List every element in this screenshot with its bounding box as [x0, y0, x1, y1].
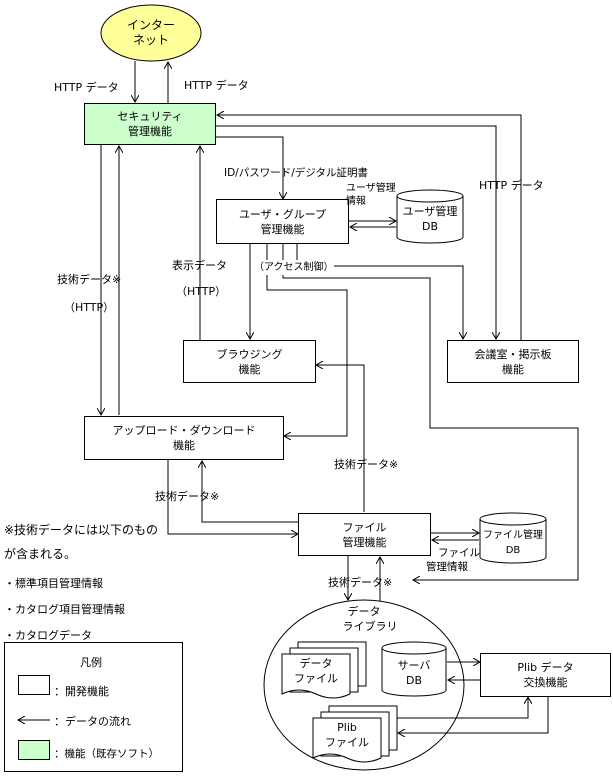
security-node: セキュリティ 管理機能 [84, 103, 216, 145]
user-db-shape [396, 196, 464, 244]
data-library-title: データ ライブラリ [342, 605, 398, 633]
edge-label-tech-data4: 技術データ※ [328, 576, 393, 589]
legend-dev-swatch [18, 675, 50, 695]
note-item2: ・カタログ項目管理情報 [4, 603, 125, 616]
legend-dev-label: ：開発機能 [54, 685, 109, 698]
note-line2: が含まれる。 [4, 547, 77, 561]
plib-file-node: Plib ファイル [325, 721, 369, 749]
edge-label-http-out: HTTP データ [184, 79, 249, 92]
server-db-shape [381, 648, 447, 697]
data-library-shape [263, 599, 465, 771]
note-line1: ※技術データには以下のもの [4, 523, 159, 537]
file-mgmt-node: ファイル 管理機能 [298, 513, 431, 556]
legend-existing-label: ：機能（既存ソフト） [54, 748, 159, 760]
edge-label-file-info: ファイル 管理情報 [426, 547, 480, 573]
edge-label-http-right: HTTP データ [479, 179, 544, 192]
edge-label-id-auth: ID/パスワード/デジタル証明書 [224, 167, 369, 179]
edge-label-display-data: 表示データ [172, 259, 227, 272]
edge-label-tech-data3: 技術データ※ [155, 490, 220, 503]
edge-label-http-in: HTTP データ [54, 81, 119, 94]
meeting-node: 会議室・掲示板 機能 [447, 340, 579, 383]
plib-exchange-node: Plib データ 交換機能 [480, 653, 611, 697]
legend-flow-label: ：データの流れ [54, 715, 131, 728]
user-db-node: ユーザ管理 DB [402, 205, 458, 233]
browsing-node: ブラウジング 機能 [183, 340, 316, 383]
data-file-shape [281, 653, 351, 699]
edge-label-user-info: ユーザ管理 情報 [346, 183, 396, 207]
legend [4, 642, 183, 772]
data-file-node: データ ファイル [294, 657, 338, 685]
edge-label-http-paren2: （HTTP） [176, 285, 227, 298]
note-item3: ・カタログデータ [4, 629, 92, 642]
edge-label-tech-data: 技術データ※ [57, 273, 122, 286]
internet-node-shape [100, 4, 202, 62]
user-group-node: ユーザ・グループ 管理機能 [216, 199, 349, 244]
edge-label-http-paren1: （HTTP） [64, 301, 115, 314]
internet-node: インター ネット [126, 18, 175, 47]
legend-existing-swatch [18, 740, 50, 760]
edge-label-access-control: （アクセス制御） [254, 260, 334, 275]
file-db-node: ファイル管理 DB [483, 530, 543, 556]
updown-node: アップロード・ダウンロード 機能 [84, 416, 284, 460]
legend-title: 凡例 [80, 656, 102, 669]
plib-file-shape [312, 717, 382, 763]
server-db-node: サーバ DB [397, 659, 431, 687]
file-db-shape [479, 519, 547, 564]
edge-label-tech-data2: 技術データ※ [334, 458, 399, 471]
note-item1: ・標準項目管理情報 [4, 577, 103, 590]
